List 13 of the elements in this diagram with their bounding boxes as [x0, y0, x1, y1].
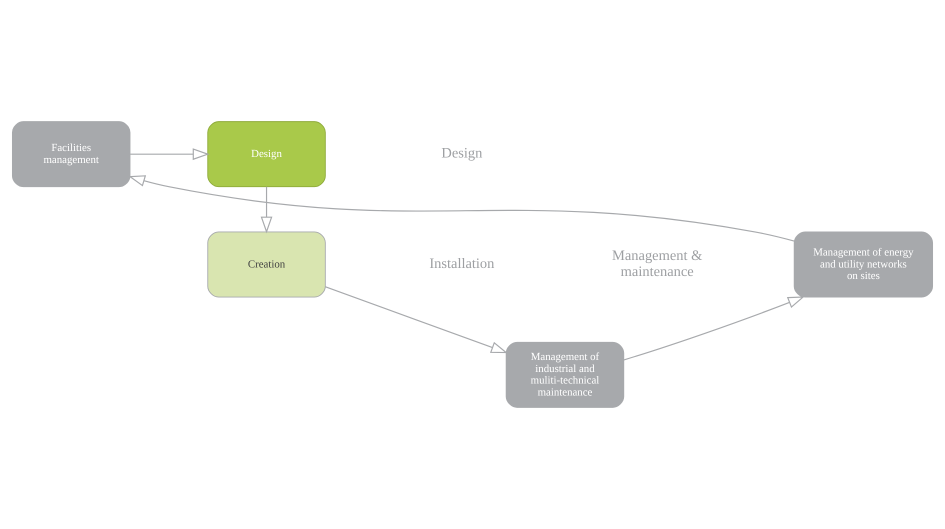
arrow	[624, 296, 805, 360]
node-box: Management of industrial and muliti-technical maintenance	[506, 342, 624, 408]
label: Installation	[429, 256, 494, 272]
node-box: Management of energy and utility networks on sites	[794, 232, 934, 298]
arrow	[128, 175, 794, 242]
arrow	[325, 286, 508, 354]
arrow	[260, 186, 272, 234]
node-box: Creation	[207, 232, 326, 298]
node-box: Design	[207, 121, 326, 188]
label: Management & maintenance	[612, 248, 702, 280]
node-box: Facilities management	[12, 121, 130, 188]
arrow	[130, 148, 210, 160]
label: Design	[441, 146, 482, 162]
